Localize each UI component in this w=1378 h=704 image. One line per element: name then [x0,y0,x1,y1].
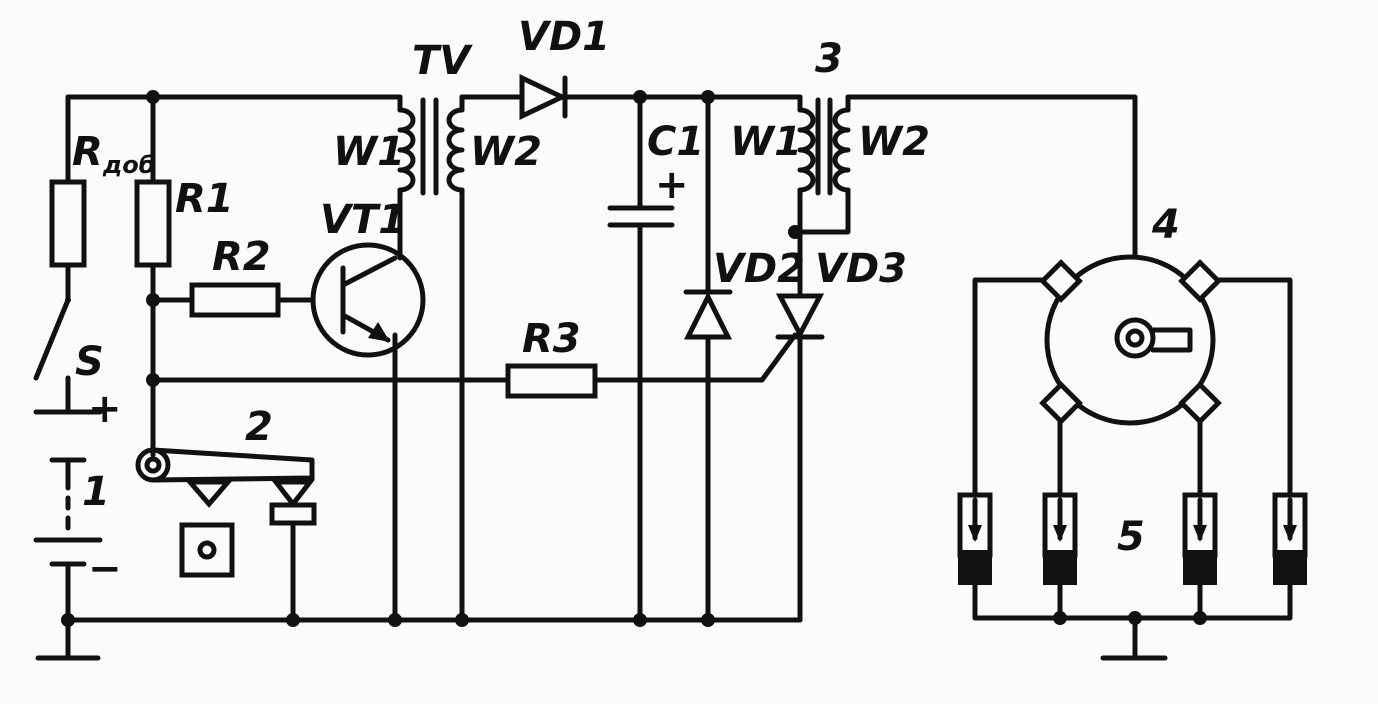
labels: Rдоб R1 R2 R3 VT1 TV W1 W2 VD1 C1 + 3 W1… [72,14,1180,592]
label-breaker-2: 2 [245,404,273,450]
junctions [61,90,1207,627]
label-vd1: VD1 [518,14,610,60]
label-vd3: VD3 [815,246,907,292]
switch-s [65,297,71,303]
label-vd2: VD2 [713,246,805,292]
label-tv-w1: W1 [333,129,405,175]
battery [33,409,103,567]
label-coil-3: 3 [815,36,843,82]
spark-plugs [957,492,1308,585]
diode-vd2 [683,289,733,340]
resistor-radd [49,179,87,268]
label-r3: R3 [522,316,581,362]
label-coil-w2: W2 [858,119,930,165]
diode-vd1 [519,74,568,120]
label-battery-1: 1 [82,469,110,515]
label-tv: TV [412,38,473,84]
spark-plug-1 [957,492,993,585]
label-vt1: VT1 [320,197,406,243]
capacitor-c1 [607,205,675,228]
thyristor-vd3 [775,293,825,340]
label-c1: C1 [647,119,704,165]
distributor [1039,254,1222,426]
ignition-coil [797,97,851,196]
label-battery-minus: − [88,546,122,592]
transformer-tv [397,97,465,196]
label-r2: R2 [212,234,271,280]
label-r-add: Rдоб [72,129,155,179]
transistor-vt1 [310,242,426,358]
label-c1-plus: + [655,162,689,208]
spark-plug-3 [1182,492,1218,585]
spark-plug-4 [1272,492,1308,585]
label-coil-w1: W1 [730,119,802,165]
breaker-contacts [135,447,317,578]
label-distributor-4: 4 [1151,202,1180,248]
resistor-r2 [189,282,281,318]
resistor-r3 [505,363,598,399]
label-battery-plus: + [88,386,122,432]
wires [33,94,1293,661]
label-s: S [75,339,104,385]
resistor-r1 [134,179,172,268]
label-tv-w2: W2 [470,129,542,175]
label-r1: R1 [175,176,234,222]
label-plugs-5: 5 [1117,514,1145,560]
spark-plug-2 [1042,492,1078,585]
